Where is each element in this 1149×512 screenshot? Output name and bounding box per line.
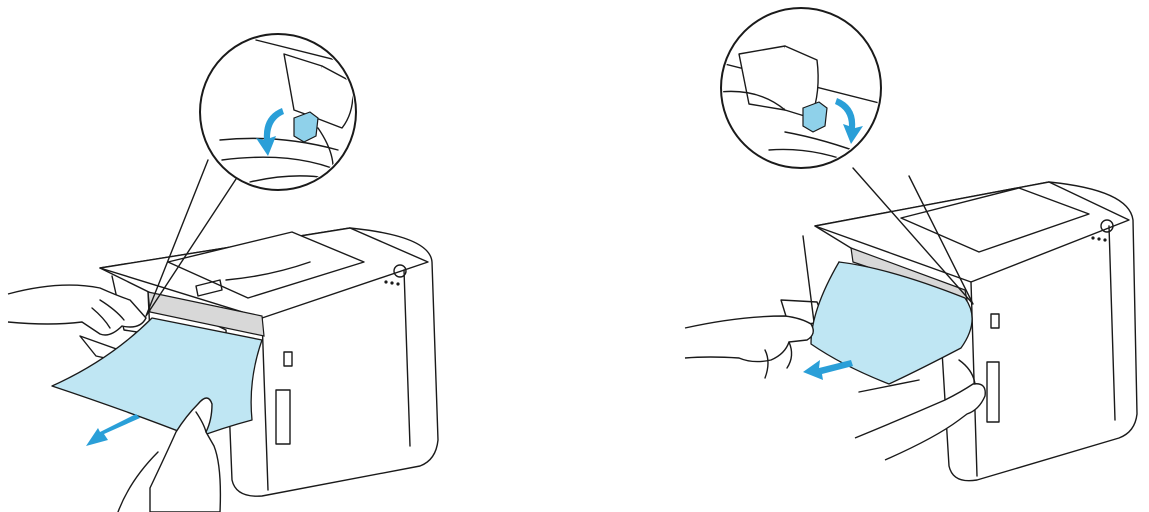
step-illustration-right [589,0,1149,512]
step-illustration-left [0,0,560,512]
printer-illustration-left [0,0,560,512]
pull-arrow-left-icon [803,360,853,380]
callout-magnifier-right [709,8,899,170]
printer-illustration-right [589,0,1149,512]
paper-sheet [52,318,262,438]
pull-arrow-down-left-icon [86,414,140,446]
callout-magnifier-left [200,34,360,190]
